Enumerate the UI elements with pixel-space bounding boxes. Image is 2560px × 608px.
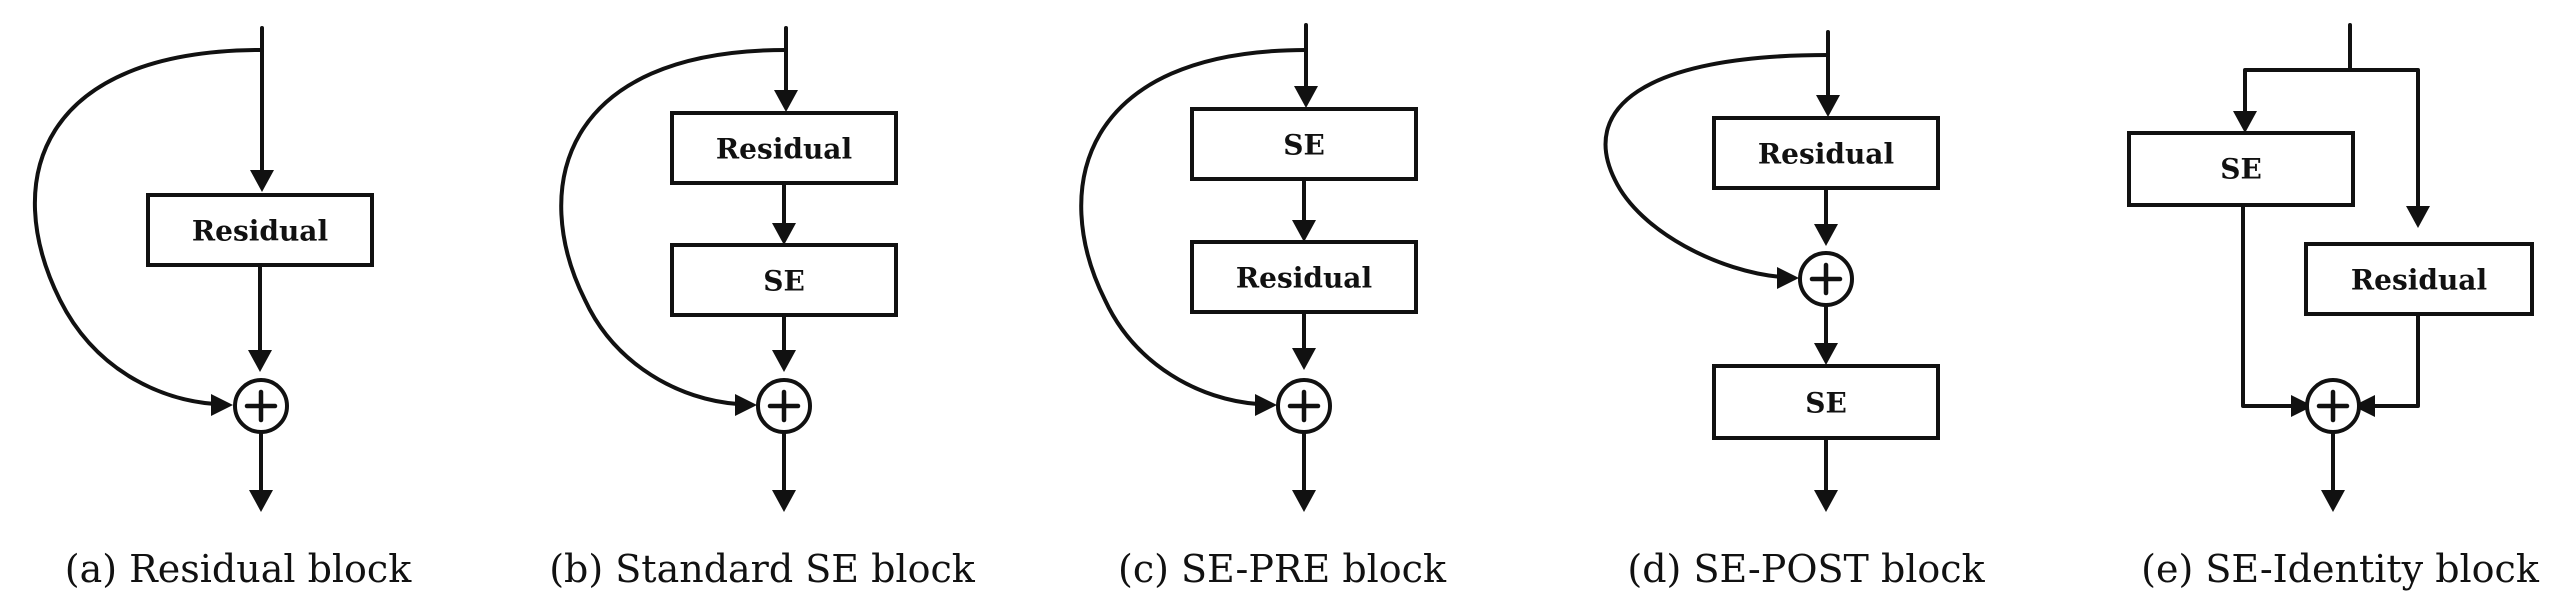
arrow-head-icon — [735, 394, 757, 416]
arrow-head-icon — [250, 170, 274, 192]
caption-residual-block: (a) Residual block — [65, 547, 412, 591]
residual-box-label: Residual — [716, 133, 852, 166]
skip-connection — [32, 48, 264, 406]
arrow-head-icon — [1292, 348, 1316, 370]
arrow-head-icon — [1814, 224, 1838, 246]
se-box — [1190, 107, 1418, 181]
arrow-head-icon — [774, 90, 798, 112]
caption-se-pre-block: (c) SE-PRE block — [1118, 547, 1447, 591]
residual-box — [2304, 242, 2534, 316]
arrow-head-icon — [1292, 490, 1316, 512]
arrow-head-icon — [2291, 395, 2313, 417]
arrow-head-icon — [2353, 395, 2375, 417]
arrow-head-icon — [1255, 394, 1277, 416]
plus-circle-icon — [756, 378, 812, 434]
se-box-label: SE — [2220, 153, 2262, 186]
se-box — [1712, 364, 1940, 440]
skip-connection — [1079, 48, 1308, 406]
residual-box-label: Residual — [1758, 138, 1894, 171]
skip-connection — [559, 48, 788, 406]
se-box-label: SE — [1805, 387, 1847, 420]
plus-circle-icon — [1798, 251, 1854, 307]
arrow-head-icon — [1292, 220, 1316, 242]
arrow-head-icon — [1816, 95, 1840, 117]
arrow-head-icon — [2321, 490, 2345, 512]
caption-standard-se-block: (b) Standard SE block — [549, 547, 976, 591]
se-box — [670, 243, 898, 317]
arrow-head-icon — [2233, 111, 2257, 133]
arrow-head-icon — [211, 394, 233, 416]
arrow-head-icon — [772, 490, 796, 512]
se-path-line — [2241, 203, 2297, 408]
arrow-head-icon — [1777, 267, 1799, 289]
arrow-head-icon — [772, 350, 796, 372]
plus-circle-icon — [2305, 378, 2361, 434]
panel-se-post-block: Residual SE (d) SE-POST block — [1603, 30, 1986, 591]
panel-standard-se-block: Residual SE (b) Standard SE block — [549, 26, 976, 591]
arrow-head-icon — [248, 350, 272, 372]
skip-connection — [1603, 53, 1830, 279]
plus-circle-icon — [233, 378, 289, 434]
residual-box-label: Residual — [192, 215, 328, 248]
residual-box — [670, 111, 898, 185]
arrow-head-icon — [1814, 343, 1838, 365]
arrow-head-icon — [772, 223, 796, 245]
arrow-head-icon — [249, 490, 273, 512]
residual-box-label: Residual — [2351, 264, 2487, 297]
panel-se-pre-block: SE Residual (c) SE-PRE block — [1079, 23, 1447, 591]
residual-box — [1190, 240, 1418, 314]
panel-se-identity-block: SE Residual (e) SE-Identity block — [2127, 23, 2540, 591]
arrow-head-icon — [2406, 206, 2430, 228]
caption-se-post-block: (d) SE-POST block — [1627, 547, 1985, 591]
se-box-label: SE — [1283, 129, 1325, 162]
caption-se-identity-block: (e) SE-Identity block — [2141, 547, 2540, 591]
residual-box-label: Residual — [1236, 262, 1372, 295]
plus-circle-icon — [1276, 378, 1332, 434]
residual-path-line — [2369, 312, 2420, 408]
se-box — [2127, 131, 2355, 207]
split-line — [2243, 68, 2420, 210]
arrow-head-icon — [1814, 490, 1838, 512]
arrow-head-icon — [1294, 86, 1318, 108]
se-box-label: SE — [763, 265, 805, 298]
panel-residual-block: Residual (a) Residual block — [32, 26, 412, 591]
